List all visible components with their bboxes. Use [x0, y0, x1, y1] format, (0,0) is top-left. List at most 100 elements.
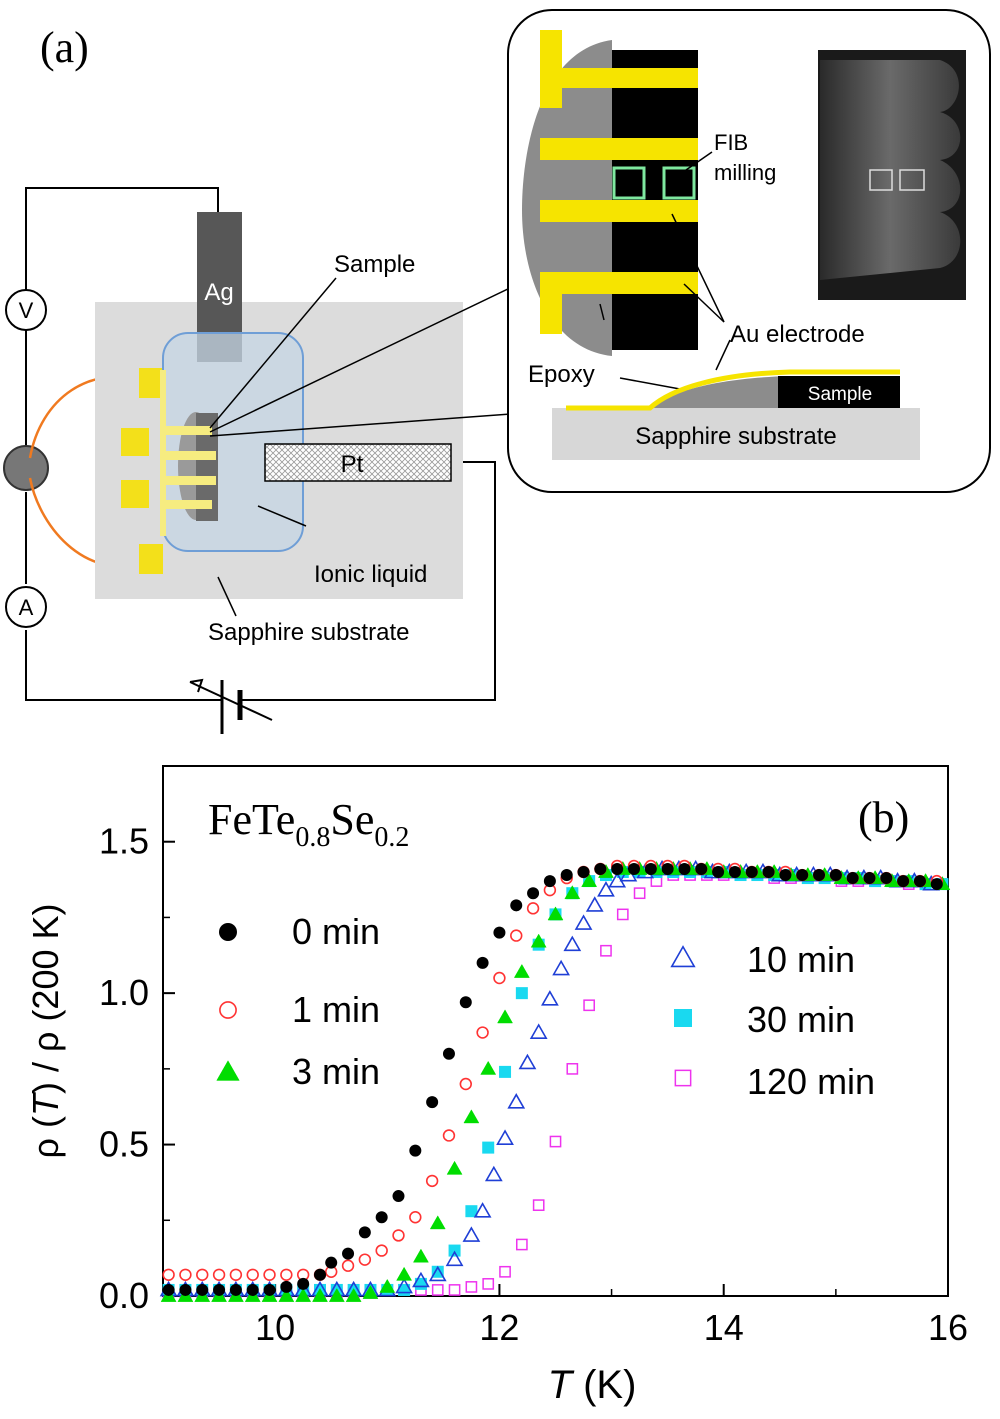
data-point [846, 872, 859, 885]
x-tick-label: 10 [255, 1307, 295, 1348]
data-point [585, 896, 604, 912]
data-point [396, 1266, 413, 1281]
legend: 0 min 1 min 3 min 10 min 30 min 120 min [216, 911, 875, 1102]
data-point [409, 1211, 422, 1224]
data-point [425, 1174, 439, 1188]
legend-label-3min: 3 min [292, 1051, 380, 1092]
data-point [162, 1268, 175, 1282]
legend-item-3min: 3 min [216, 1051, 380, 1092]
data-point [695, 862, 708, 875]
data-point [448, 1284, 461, 1296]
voltmeter-label: V [19, 298, 34, 323]
ag-label: Ag [204, 279, 233, 306]
data-point [745, 866, 758, 878]
data-point [162, 1283, 175, 1296]
data-point [314, 1268, 326, 1281]
data-point [813, 869, 826, 882]
data-point [762, 866, 775, 878]
y-tick-label: 1.0 [99, 972, 149, 1013]
data-point [463, 1109, 480, 1124]
data-point [552, 959, 570, 976]
sample-flake [196, 413, 218, 521]
fib-label-1: FIB [714, 130, 748, 155]
legend-marker [670, 945, 696, 968]
data-point [564, 885, 581, 900]
gold-electrodes [121, 368, 163, 574]
data-point [829, 869, 842, 882]
material-label: FeTe0.8Se0.2 [208, 795, 409, 853]
legend-marker [219, 923, 237, 941]
data-point [362, 1284, 379, 1299]
data-point [628, 862, 640, 875]
panel-a: (a) V A [3, 9, 991, 734]
data-point [297, 1277, 310, 1290]
y-tick-label: 0.0 [99, 1275, 149, 1316]
data-point [549, 1135, 562, 1148]
data-point [493, 971, 506, 985]
data-point [661, 862, 674, 875]
data-point [583, 999, 595, 1012]
x-tick-label: 16 [928, 1307, 968, 1348]
data-point [428, 1265, 447, 1282]
x-tick-label: 14 [704, 1307, 744, 1348]
y-axis-label: ρ (T) / ρ (200 K) [25, 904, 66, 1159]
data-point [312, 1287, 328, 1302]
data-point [465, 1205, 478, 1218]
data-point [328, 1287, 345, 1302]
ammeter-label: A [19, 595, 34, 620]
plot-frame [162, 765, 949, 1297]
data-point [863, 872, 876, 885]
data-point [375, 1244, 388, 1257]
legend-item-1min: 1 min [219, 989, 380, 1030]
data-point [484, 1165, 503, 1182]
legend-label-30min: 30 min [747, 999, 855, 1040]
x-tick-label: 12 [479, 1307, 519, 1348]
panel-b-label: (b) [858, 793, 909, 842]
inset-substrate-label: Sapphire substrate [635, 423, 836, 450]
data-point [507, 1093, 526, 1109]
data-point [496, 1129, 514, 1145]
data-point [442, 1129, 456, 1142]
data-point [633, 887, 646, 900]
data-point [515, 987, 528, 1000]
data-point [375, 1211, 388, 1224]
data-point [409, 1144, 422, 1157]
data-point [529, 1023, 548, 1039]
data-point [379, 1278, 396, 1293]
data-point [459, 1077, 472, 1091]
data-point [446, 1160, 463, 1175]
data-point [493, 926, 506, 939]
data-point [897, 875, 910, 888]
data-point [445, 1250, 464, 1267]
legend-label-120min: 120 min [747, 1061, 875, 1102]
legend-marker [674, 1009, 692, 1027]
legend-item-10min: 10 min [670, 939, 855, 980]
data-point [431, 1284, 444, 1296]
au-electrode-label: Au electrode [730, 321, 865, 348]
data-point [229, 1283, 242, 1296]
data-point [510, 929, 523, 942]
data-point [395, 1277, 413, 1294]
inset-au-electrodes [540, 30, 698, 334]
data-point [341, 1259, 355, 1272]
data-point [527, 887, 540, 900]
legend-label-0min: 0 min [292, 911, 380, 952]
pt-electrode [264, 443, 452, 482]
legend-marker [219, 1001, 237, 1019]
data-point [325, 1256, 338, 1269]
data-point [196, 1283, 209, 1296]
inset-magnified-view: FIB milling Au electrode Epoxy Sample Sa… [507, 9, 991, 493]
data-point [476, 1026, 489, 1039]
data-point [482, 1141, 495, 1154]
data-point [246, 1283, 259, 1296]
y-tick-label: 1.5 [99, 821, 149, 862]
data-point [526, 902, 540, 915]
variable-battery-icon [189, 678, 273, 734]
data-point [516, 1238, 528, 1251]
data-point [473, 1202, 492, 1218]
data-point [611, 862, 624, 875]
data-point [574, 914, 593, 930]
